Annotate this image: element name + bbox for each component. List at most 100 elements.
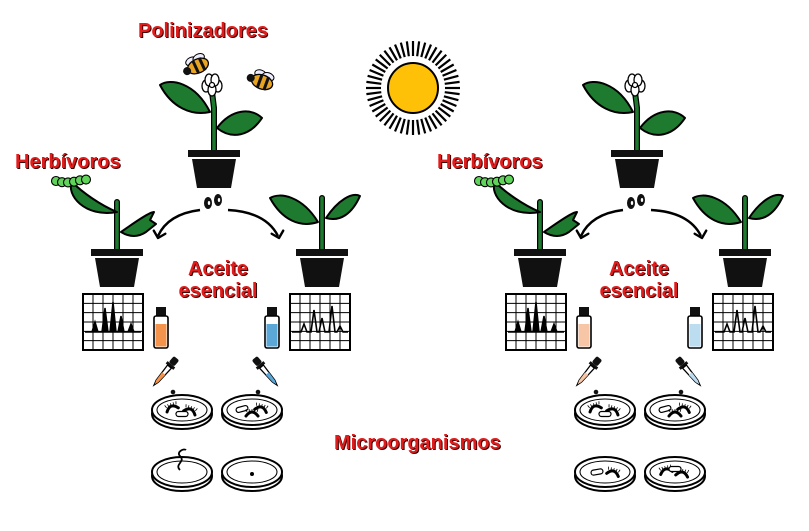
petri-dish-top-left: [574, 394, 636, 430]
plant-icon-healthy: [269, 194, 361, 253]
sun-ray: [405, 119, 410, 135]
dropper-bulb: [592, 356, 602, 366]
stem: [210, 90, 216, 154]
sun-ray: [378, 53, 392, 67]
arrow-head: [270, 229, 285, 240]
leaf: [692, 194, 742, 225]
label-herbivoros-left: Herbívoros: [15, 151, 121, 173]
plant-icon-attacked: [69, 181, 157, 253]
sun-ray: [383, 112, 395, 126]
peak: [292, 305, 348, 333]
plant-icon-healthy: [692, 194, 784, 253]
petri-dish-bottom-right: [221, 456, 283, 492]
label-esencial-left: esencial: [178, 280, 258, 302]
dropper-icon: [252, 356, 279, 395]
sun-ray: [405, 41, 410, 57]
residue: [250, 472, 254, 476]
petri-dish-top-left: [151, 394, 213, 430]
chromatogram-icon-right: [712, 293, 774, 351]
bacteria-icon: [598, 410, 612, 418]
bacteria-icon: [164, 401, 180, 414]
bee-stripe: [197, 57, 207, 72]
label-aceite-right: Aceite: [608, 258, 670, 280]
bacteria-icon: [667, 408, 683, 418]
sun-ray: [369, 68, 384, 77]
dropper-liquid: [154, 372, 166, 385]
caterpillar-segment: [503, 174, 515, 185]
pot-icon-left: [91, 249, 143, 287]
dropper-liquid: [577, 372, 589, 385]
sun-ray: [420, 42, 427, 58]
bacteria-icon: [175, 410, 189, 418]
flower-center: [208, 81, 216, 89]
peak: [85, 301, 141, 333]
arrow-head: [152, 229, 167, 240]
flower-icon: [624, 73, 646, 97]
bacteria-icon: [587, 401, 603, 414]
petri-dish-bottom-right: [644, 456, 706, 492]
drop: [170, 389, 176, 395]
sun-ray: [383, 50, 395, 64]
bacteria-icon: [182, 404, 198, 417]
leaf: [120, 211, 157, 237]
bacteria-icon: [235, 404, 249, 414]
sun-ray: [442, 68, 457, 77]
arrow-left: [579, 208, 624, 237]
sun-ray: [443, 95, 459, 102]
drop: [678, 389, 684, 395]
leaf: [325, 194, 361, 220]
sun-ray: [428, 115, 438, 130]
plant-icon-top: [582, 73, 686, 155]
arrow-right: [227, 208, 280, 237]
pot-icon-left: [514, 249, 566, 287]
dish-inner: [649, 398, 701, 422]
leaf: [492, 181, 541, 214]
sun-ray: [437, 58, 451, 70]
vial-icon: [576, 307, 592, 349]
dish-inner: [579, 460, 631, 484]
bacteria-icon: [244, 408, 260, 418]
dropper-bulb: [169, 356, 179, 366]
sun-ray: [399, 42, 406, 58]
peak: [508, 301, 564, 333]
caterpillar-segment: [80, 174, 92, 185]
dish-rim: [574, 456, 636, 488]
dish-rim: [151, 394, 213, 426]
bee-stripe: [191, 60, 201, 75]
sun-ray: [375, 106, 389, 118]
vial-cap: [267, 307, 277, 316]
sun-ray: [443, 74, 459, 81]
leaf: [582, 81, 634, 114]
pot-icon-right: [719, 249, 771, 287]
vial-liquid: [155, 324, 167, 347]
bacteria-icon: [590, 468, 604, 476]
sun-ray: [371, 103, 386, 113]
sun-ray: [369, 99, 384, 108]
sun-ray: [434, 53, 448, 67]
sun-ray: [366, 91, 382, 96]
dropper-bulb: [675, 356, 685, 366]
vial-cap: [579, 307, 589, 316]
plant-icon-attacked: [492, 181, 580, 253]
pot-icon-top: [188, 150, 240, 188]
label-aceite-esencial-left: Aceite esencial: [172, 258, 264, 302]
leaf: [639, 110, 686, 136]
label-esencial-right: esencial: [599, 280, 679, 302]
leaf: [216, 110, 263, 136]
leaf: [159, 81, 211, 114]
sun-ray: [440, 103, 455, 113]
dropper-icon: [675, 356, 702, 395]
dish-inner: [226, 460, 278, 484]
sun-ray: [371, 63, 386, 73]
sun-ray: [367, 74, 383, 81]
dropper-bulb: [252, 356, 262, 366]
bee-icon: [183, 53, 210, 76]
bee-icon: [246, 69, 275, 91]
vial-liquid: [578, 324, 590, 347]
vial-cap: [156, 307, 166, 316]
chromatogram-icon-left: [505, 293, 567, 351]
sun-ray: [416, 119, 421, 135]
sun-ray: [367, 95, 383, 102]
bacteria-icon: [253, 402, 269, 414]
